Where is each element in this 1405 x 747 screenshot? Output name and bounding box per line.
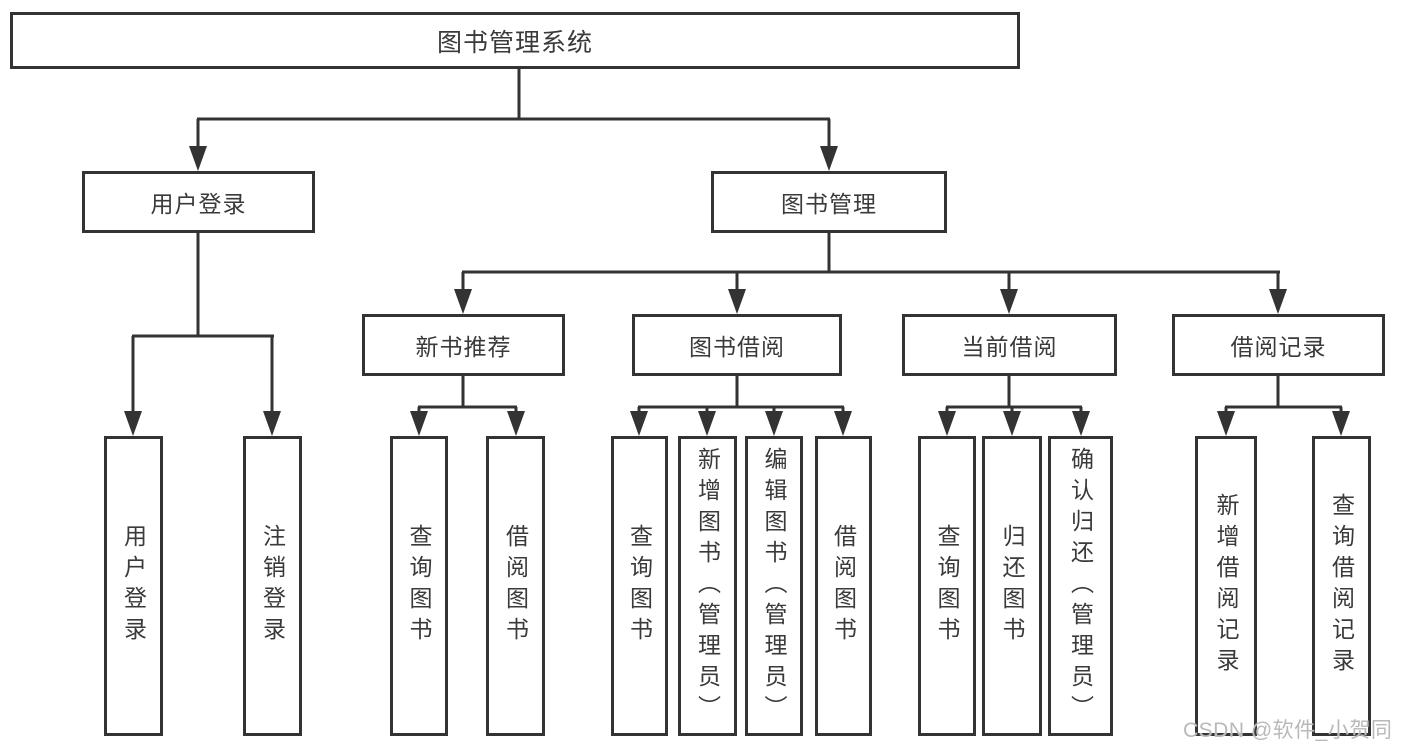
node-current-borrow: 当前借阅	[902, 314, 1117, 376]
watermark: CSDN @软件_小贺同学	[1183, 719, 1393, 742]
node-leaf-records-add-record: 新增借阅记录	[1195, 436, 1257, 736]
node-leaf-borrow-add-books: 新增图书（管理员）	[678, 436, 737, 736]
node-leaf-borrow-borrow-books: 借阅图书	[815, 436, 872, 736]
node-book-management: 图书管理	[711, 171, 947, 233]
node-user-login: 用户登录	[82, 171, 315, 233]
node-leaf-current-query-books: 查询图书	[918, 436, 976, 736]
node-new-book-recommend: 新书推荐	[362, 314, 565, 376]
node-leaf-borrow-edit-books: 编辑图书（管理员）	[745, 436, 803, 736]
node-root: 图书管理系统	[10, 12, 1020, 69]
node-leaf-logout: 注销登录	[243, 436, 302, 736]
node-leaf-recommend-query-books: 查询图书	[390, 436, 448, 736]
node-leaf-recommend-borrow-books: 借阅图书	[486, 436, 545, 736]
node-leaf-current-return-books: 归还图书	[982, 436, 1042, 736]
node-leaf-current-confirm-return: 确认归还（管理员）	[1048, 436, 1113, 736]
node-leaf-records-query-record: 查询借阅记录	[1312, 436, 1371, 736]
node-book-borrow: 图书借阅	[632, 314, 842, 376]
node-borrow-records: 借阅记录	[1172, 314, 1385, 376]
node-leaf-borrow-query-books: 查询图书	[611, 436, 668, 736]
node-leaf-user-login: 用户登录	[104, 436, 163, 736]
